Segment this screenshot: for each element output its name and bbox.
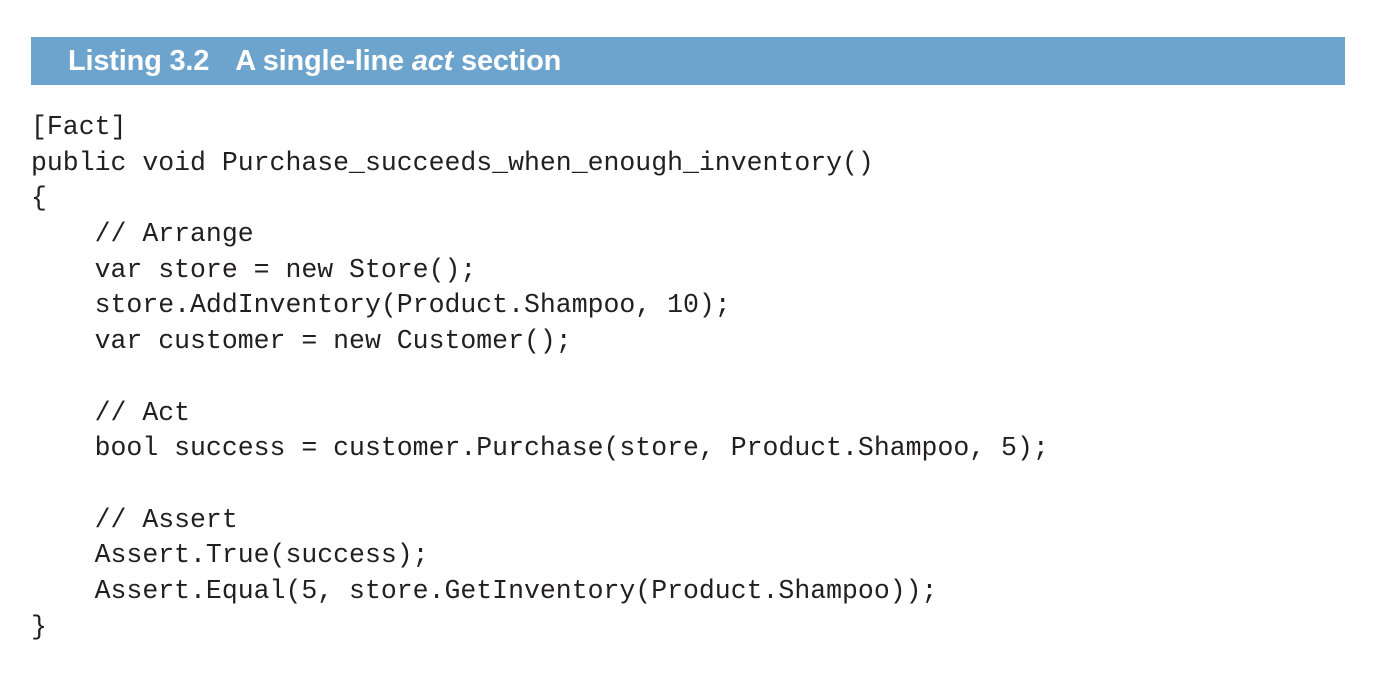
code-line: var customer = new Customer();	[31, 326, 572, 357]
code-line-blank	[31, 360, 1351, 396]
code-line: [Fact]	[31, 112, 127, 142]
code-line: // Arrange	[31, 219, 254, 250]
code-block: [Fact] public void Purchase_succeeds_whe…	[31, 110, 1351, 645]
code-line: {	[31, 183, 47, 214]
listing-caption-label: Listing 3.2	[68, 44, 210, 77]
code-line: var store = new Store();	[31, 254, 477, 285]
listing-caption-title-after: section	[453, 44, 562, 77]
code-line: }	[31, 611, 47, 642]
code-line: Assert.Equal(5, store.GetInventory(Produ…	[31, 575, 938, 606]
listing-caption-title-before: A single-line	[235, 44, 412, 77]
listing-caption-emphasis: act	[411, 44, 454, 77]
code-line: // Act	[31, 397, 191, 428]
code-line: bool success = customer.Purchase(store, …	[31, 433, 1049, 464]
code-line: public void Purchase_succeeds_when_enoug…	[31, 147, 874, 178]
code-line: Assert.True(success);	[31, 540, 429, 571]
code-line: store.AddInventory(Product.Shampoo, 10);	[31, 290, 731, 321]
listing-caption-text: Listing 3.2 A single-line act section	[68, 44, 562, 77]
code-line: // Assert	[31, 504, 238, 535]
listing-caption-bar: Listing 3.2 A single-line act section	[31, 37, 1345, 85]
code-line-blank	[31, 467, 1351, 503]
